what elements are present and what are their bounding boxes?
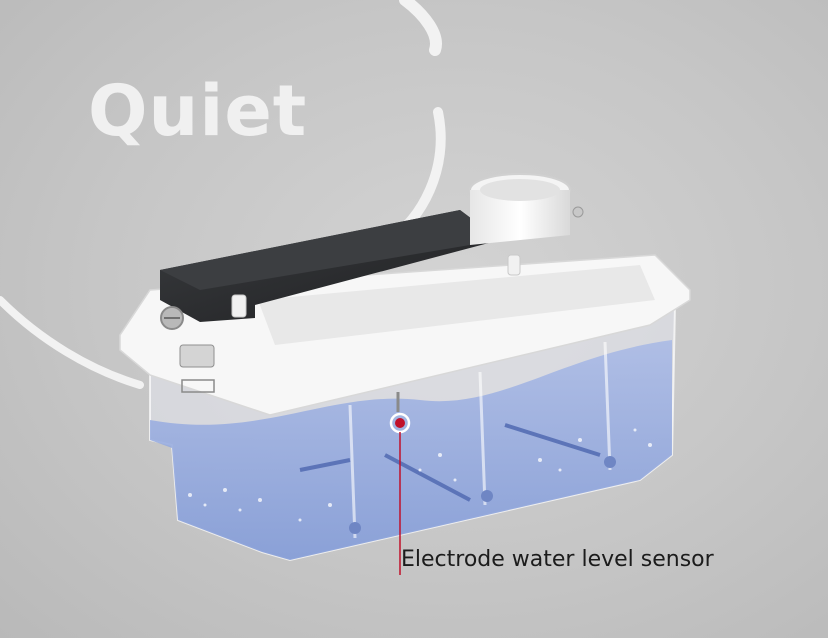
mount-post xyxy=(507,254,521,276)
sensor-callout-label: Electrode water level sensor xyxy=(401,547,714,572)
outlet-pipe xyxy=(470,190,570,245)
decorative-arc xyxy=(0,296,144,389)
tank-foot xyxy=(604,456,616,468)
water xyxy=(150,340,672,560)
decorative-arc xyxy=(399,0,442,56)
tank-partition xyxy=(348,404,357,539)
lid-latch xyxy=(179,344,215,368)
tank-foot xyxy=(349,522,361,534)
lid-recess xyxy=(258,265,655,345)
tank-ridge xyxy=(384,453,471,502)
mount-post xyxy=(231,294,247,318)
tank-foot xyxy=(481,490,493,502)
tank-ridge xyxy=(504,423,601,457)
embossed-mark xyxy=(181,379,215,393)
headline: Quiet xyxy=(88,70,308,152)
electronics-cover-top xyxy=(160,210,500,290)
bubbles xyxy=(188,428,652,522)
pipe-screw xyxy=(572,206,584,218)
tank-partition xyxy=(603,341,612,471)
tank-partition xyxy=(478,371,487,506)
sensor-marker xyxy=(395,418,405,428)
outlet-pipe-opening xyxy=(480,179,560,201)
tank-ridge xyxy=(299,458,351,472)
